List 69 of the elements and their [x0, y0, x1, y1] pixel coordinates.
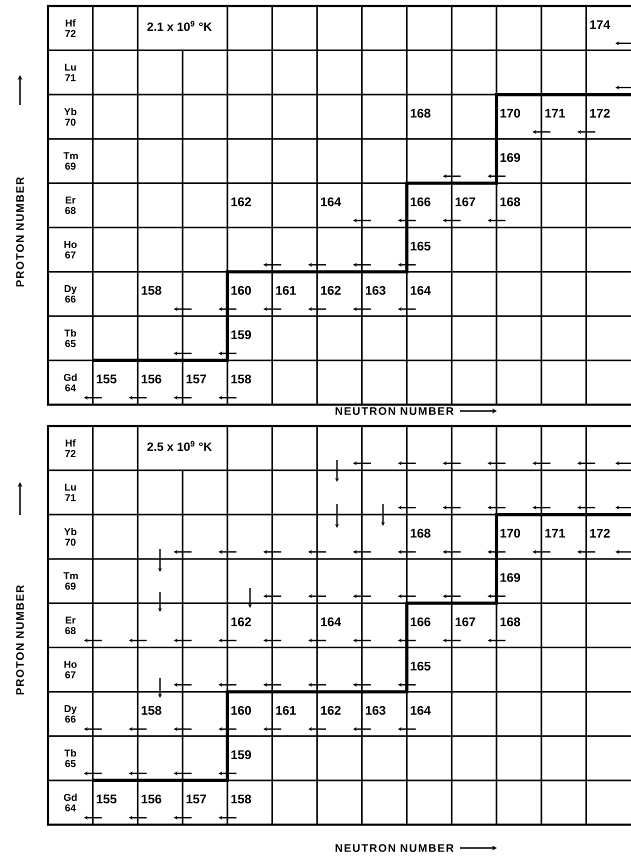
mass-number: 161: [276, 286, 296, 295]
mass-number: 162: [321, 706, 341, 715]
mass-number: 155: [96, 374, 116, 384]
mass-number: 168: [500, 197, 520, 206]
element-symbol: Gd 64: [64, 374, 77, 392]
mass-number: 162: [231, 617, 251, 626]
element-symbol: Tm 69: [64, 152, 78, 170]
element-symbol: Lu 71: [64, 484, 76, 502]
mass-number: 164: [410, 706, 431, 715]
mass-number: 167: [456, 617, 476, 626]
mass-number: 166: [410, 197, 430, 206]
element-symbol: Tb 65: [64, 329, 76, 348]
mass-number: 155: [96, 794, 116, 804]
mass-number: 163: [366, 286, 386, 295]
mass-number: 158: [231, 374, 252, 384]
element-symbol: Er 68: [65, 616, 76, 634]
mass-number: 161: [276, 706, 296, 715]
mass-number: 172: [590, 108, 610, 118]
element-symbol: Ho 67: [64, 240, 77, 258]
mass-number: 159: [231, 330, 251, 340]
mass-number: 157: [186, 374, 206, 384]
mass-number: 160: [231, 286, 251, 295]
mass-number: 158: [231, 794, 252, 804]
mass-number: 168: [410, 528, 430, 538]
element-symbol: Lu 71: [64, 64, 76, 82]
mass-number: 171: [545, 108, 566, 118]
element-symbol: Yb 70: [64, 528, 76, 546]
mass-number: 164: [321, 617, 342, 626]
temperature-label: 2.1 x 10$^{9}$ °K: [147, 20, 212, 31]
mass-number: 168: [410, 108, 430, 118]
element-symbol: Ho 67: [64, 660, 77, 678]
mass-number: 170: [500, 528, 520, 538]
mass-number: 167: [456, 197, 476, 206]
mass-number: 169: [500, 153, 520, 162]
mass-number: 158: [142, 706, 162, 715]
element-symbol: Dy 66: [64, 705, 77, 723]
mass-number: 163: [366, 706, 386, 715]
mass-number: 174: [590, 20, 610, 29]
mass-number: 172: [590, 528, 610, 538]
mass-number: 164: [410, 286, 431, 295]
temperature-label: 2.5 x 10$^{9}$ °K: [147, 440, 212, 451]
element-symbol: Er 68: [65, 196, 76, 214]
mass-number: 160: [231, 706, 251, 715]
axis-label: PROTON NUMBER: [16, 585, 24, 694]
mass-number: 158: [142, 286, 162, 295]
axis-label: NEUTRON NUMBER: [336, 844, 454, 852]
mass-number: 162: [231, 197, 251, 206]
element-symbol: Tm 69: [64, 572, 78, 590]
element-symbol: Dy 66: [64, 285, 77, 303]
mass-number: 170: [500, 108, 520, 118]
mass-number: 171: [545, 528, 566, 538]
mass-number: 164: [321, 197, 342, 206]
mass-number: 169: [500, 573, 520, 582]
mass-number: 168: [500, 617, 520, 626]
mass-number: 159: [231, 750, 251, 760]
element-symbol: Hf 72: [65, 19, 76, 37]
element-symbol: Gd 64: [64, 794, 77, 812]
mass-number: 165: [410, 242, 430, 251]
mass-number: 156: [142, 794, 162, 804]
axis-label: PROTON NUMBER: [16, 177, 24, 286]
mass-number: 166: [410, 617, 430, 626]
element-symbol: Tb 65: [64, 749, 76, 768]
mass-number: 165: [410, 662, 430, 671]
element-symbol: Yb 70: [64, 108, 76, 126]
mass-number: 156: [142, 374, 162, 384]
element-symbol: Hf 72: [65, 439, 76, 457]
mass-number: 162: [321, 286, 341, 295]
axis-label: NEUTRON NUMBER: [336, 407, 454, 415]
mass-number: 157: [186, 794, 206, 804]
